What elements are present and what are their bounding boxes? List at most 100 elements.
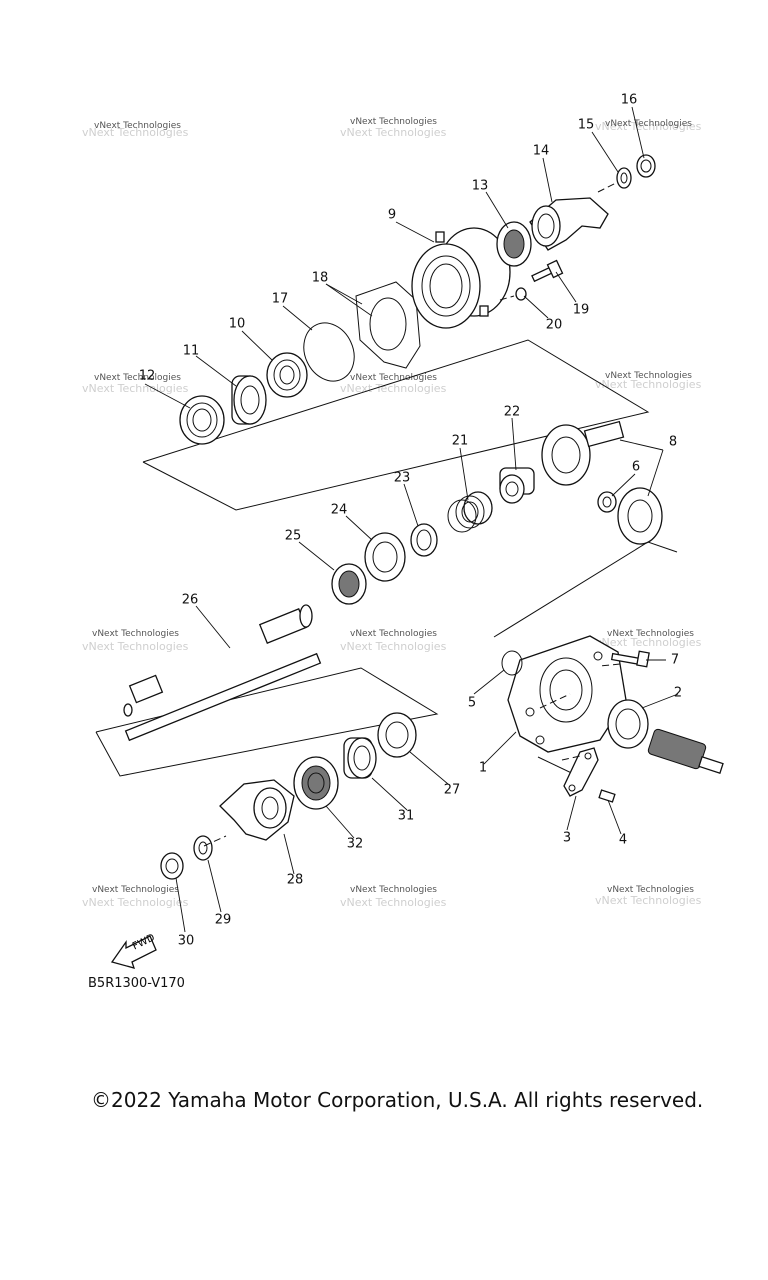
watermark-ghost: vNext Technologies: [340, 382, 447, 395]
part-1-housing: [507, 635, 627, 753]
watermark: vNext Technologies: [350, 117, 437, 127]
callout-2: 2: [674, 686, 682, 701]
ring-gear-assembly-box: [142, 339, 650, 511]
watermark-ghost: vNext Technologies: [340, 126, 447, 139]
part-7-bolt: [610, 650, 650, 668]
callout-25: 25: [285, 529, 302, 544]
part-13-seal: [496, 221, 532, 267]
watermark: vNext Technologies: [94, 121, 181, 131]
watermark: vNext Technologies: [607, 885, 694, 895]
watermark-ghost: vNext Technologies: [595, 636, 702, 649]
callout-19: 19: [573, 303, 590, 318]
part-15-washer: [616, 167, 632, 189]
callout-6: 6: [632, 460, 640, 475]
callout-5: 5: [468, 696, 476, 711]
part-10-bearing: [266, 352, 308, 398]
part-25-seal: [331, 563, 367, 605]
leader-lines: [144, 106, 679, 933]
part-32-seal: [293, 756, 339, 810]
part-14-yoke: [529, 197, 609, 251]
part-21-spring: [447, 491, 493, 533]
watermark-ghost: vNext Technologies: [82, 382, 189, 395]
callout-30: 30: [178, 934, 195, 949]
callout-13: 13: [472, 179, 489, 194]
watermark-ghost: vNext Technologies: [595, 378, 702, 391]
callout-32: 32: [347, 837, 364, 852]
watermark: vNext Technologies: [605, 119, 692, 129]
callout-29: 29: [215, 913, 232, 928]
part-17-o-ring: [303, 322, 355, 382]
watermark-ghost: vNext Technologies: [82, 126, 189, 139]
part-4-screw: [598, 789, 616, 803]
watermark: vNext Technologies: [605, 371, 692, 381]
housing-assembly-box: [493, 541, 678, 638]
watermark: vNext Technologies: [92, 885, 179, 895]
callout-11: 11: [183, 344, 200, 359]
callout-9: 9: [388, 208, 396, 223]
watermark: vNext Technologies: [607, 629, 694, 639]
part-8-gear-set: [541, 420, 663, 545]
watermark-ghost: vNext Technologies: [595, 894, 702, 907]
callout-1: 1: [479, 761, 487, 776]
part-23-collar: [410, 523, 438, 557]
callout-27: 27: [444, 783, 461, 798]
callout-7: 7: [671, 653, 679, 668]
diagram-code: B5R1300-V170: [88, 976, 185, 991]
callout-26: 26: [182, 593, 199, 608]
callout-14: 14: [533, 144, 550, 159]
callout-10: 10: [229, 317, 246, 332]
watermark: vNext Technologies: [92, 629, 179, 639]
shaft-assembly-box: [95, 667, 439, 777]
part-27-bearing: [377, 712, 417, 758]
part-20-washer: [515, 287, 527, 301]
watermark-ghost: vNext Technologies: [82, 640, 189, 653]
part-18-shim: [355, 281, 421, 369]
part-28-yoke: [219, 779, 295, 841]
part-11-nut: [231, 375, 267, 425]
forward-direction-arrow: FWD: [110, 932, 157, 969]
watermark-ghost: vNext Technologies: [340, 640, 447, 653]
callout-17: 17: [272, 292, 289, 307]
watermark: vNext Technologies: [350, 373, 437, 383]
part-31-nut: [343, 737, 377, 779]
part-19-bolt: [531, 259, 564, 283]
callout-8: 8: [669, 435, 677, 450]
watermark: vNext Technologies: [350, 885, 437, 895]
callout-18: 18: [312, 271, 329, 286]
callout-12: 12: [139, 369, 156, 384]
part-6-nut: [597, 491, 617, 513]
part-5-o-ring: [501, 650, 523, 676]
callout-22: 22: [504, 405, 521, 420]
part-3-bracket: [563, 747, 599, 797]
callout-23: 23: [394, 471, 411, 486]
part-26-shaft: [123, 604, 322, 742]
callout-20: 20: [546, 318, 563, 333]
part-2-bearing: [607, 699, 649, 749]
part-30-nut: [160, 852, 184, 880]
callout-16: 16: [621, 93, 638, 108]
callout-4: 4: [619, 833, 627, 848]
part-16-nut: [636, 154, 656, 178]
callout-28: 28: [287, 873, 304, 888]
watermark-ghost: vNext Technologies: [340, 896, 447, 909]
part-sensor: [647, 728, 724, 774]
part-24-bearing: [364, 532, 406, 582]
part-12-bearing: [179, 395, 225, 445]
part-22-cam: [499, 467, 535, 504]
part-9-bearing-housing: [411, 227, 511, 329]
copyright-notice: ©2022 Yamaha Motor Corporation, U.S.A. A…: [91, 1088, 704, 1112]
callout-numbers: 1 2 3 4 5 6 7 8 9 10 11 12 13 14 15 16 1…: [139, 93, 682, 949]
callout-15: 15: [578, 118, 595, 133]
callout-24: 24: [331, 503, 348, 518]
callout-21: 21: [452, 434, 469, 449]
part-29-washer: [193, 835, 213, 861]
assembly-axes: [203, 181, 621, 847]
callout-31: 31: [398, 809, 415, 824]
callout-3: 3: [563, 831, 571, 846]
watermark-ghost: vNext Technologies: [82, 896, 189, 909]
watermark-ghost: vNext Technologies: [595, 120, 702, 133]
watermark: vNext Technologies: [94, 373, 181, 383]
watermark: vNext Technologies: [350, 629, 437, 639]
watermarks: vNext Technologies vNext Technologies vN…: [82, 117, 702, 909]
